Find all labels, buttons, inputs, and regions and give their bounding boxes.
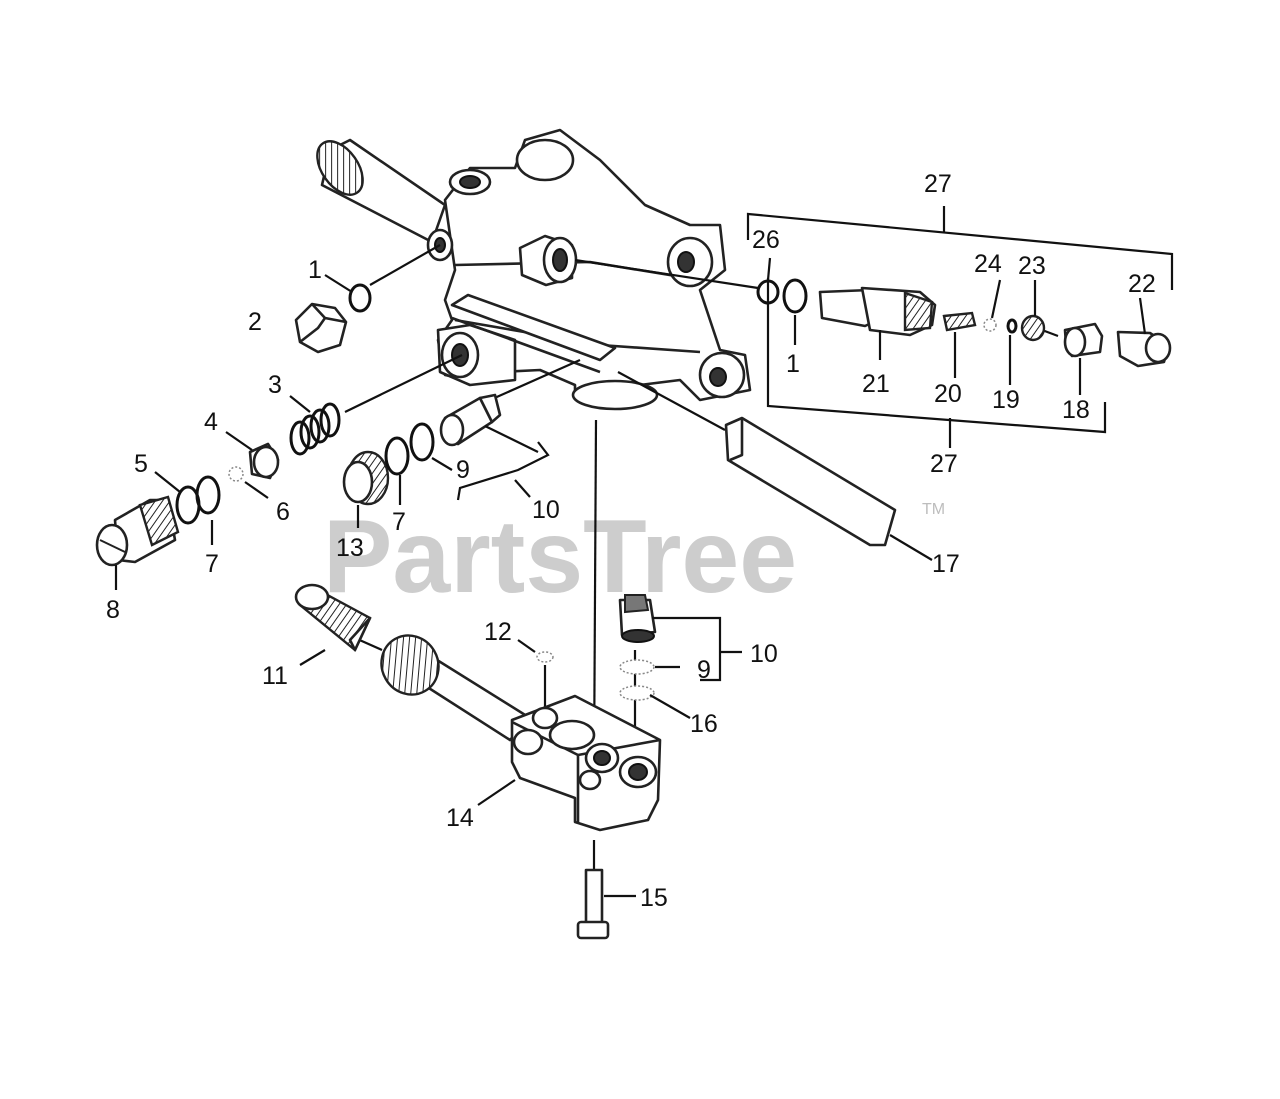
watermark-text: PartsTree [323, 499, 797, 615]
callout-2: 2 [248, 308, 262, 336]
part-9-oring-lower [619, 659, 655, 675]
callout-4: 4 [204, 408, 218, 436]
callout-17: 17 [932, 550, 960, 578]
callout-18: 18 [1062, 396, 1090, 424]
callout-23: 23 [1018, 252, 1046, 280]
part-12-ball [536, 651, 554, 663]
part-9-oring-center [409, 422, 435, 462]
part-7-oring-center [384, 436, 410, 476]
callout-26: 26 [752, 226, 780, 254]
part-2-plug [294, 302, 348, 354]
callout-1-left: 1 [308, 256, 322, 284]
callout-13: 13 [336, 534, 364, 562]
part-14-block [510, 694, 662, 832]
pump-manifold [316, 128, 752, 411]
callout-3: 3 [268, 371, 282, 399]
callout-labels: 1 1 2 3 4 5 6 7 7 8 9 9 10 10 11 12 13 1… [106, 170, 1156, 912]
callout-22: 22 [1128, 270, 1156, 298]
callout-21: 21 [862, 370, 890, 398]
callout-lines [114, 206, 1174, 898]
callout-27-bottom: 27 [930, 450, 958, 478]
part-11-filter [294, 583, 372, 652]
unloader-assembly [756, 278, 1172, 368]
part-15-bolt [576, 868, 610, 940]
part-10-valve-center [439, 393, 502, 447]
callout-7-left: 7 [205, 550, 219, 578]
callout-27-top: 27 [924, 170, 952, 198]
callout-11: 11 [262, 662, 288, 690]
callout-10-lower: 10 [750, 640, 778, 668]
part-4-washer [248, 442, 280, 480]
part-16-oring [619, 685, 655, 701]
part-1-oring-left [348, 283, 372, 313]
part-17-strip [724, 416, 897, 547]
watermark-trademark: TM [922, 501, 945, 518]
callout-24: 24 [974, 250, 1002, 278]
part-8-plug [95, 495, 180, 567]
callout-9-center: 9 [456, 456, 470, 484]
inlet-tube [380, 634, 532, 742]
callout-16: 16 [690, 710, 718, 738]
part-3-spring [289, 402, 341, 456]
callout-1-right: 1 [786, 350, 800, 378]
callout-9-lower: 9 [697, 656, 711, 684]
callout-5: 5 [134, 450, 148, 478]
callout-6: 6 [276, 498, 290, 526]
callout-10-center: 10 [532, 496, 560, 524]
callout-12: 12 [484, 618, 512, 646]
callout-8: 8 [106, 596, 120, 624]
callout-14: 14 [446, 804, 474, 832]
callout-7-center: 7 [392, 508, 406, 536]
callout-20: 20 [934, 380, 962, 408]
part-6-ball [228, 466, 244, 482]
callout-19: 19 [992, 386, 1020, 414]
part-13-seat [342, 450, 390, 506]
part-7-oring-left [195, 475, 221, 515]
callout-15: 15 [640, 884, 668, 912]
part-10-valve-lower [618, 594, 657, 643]
